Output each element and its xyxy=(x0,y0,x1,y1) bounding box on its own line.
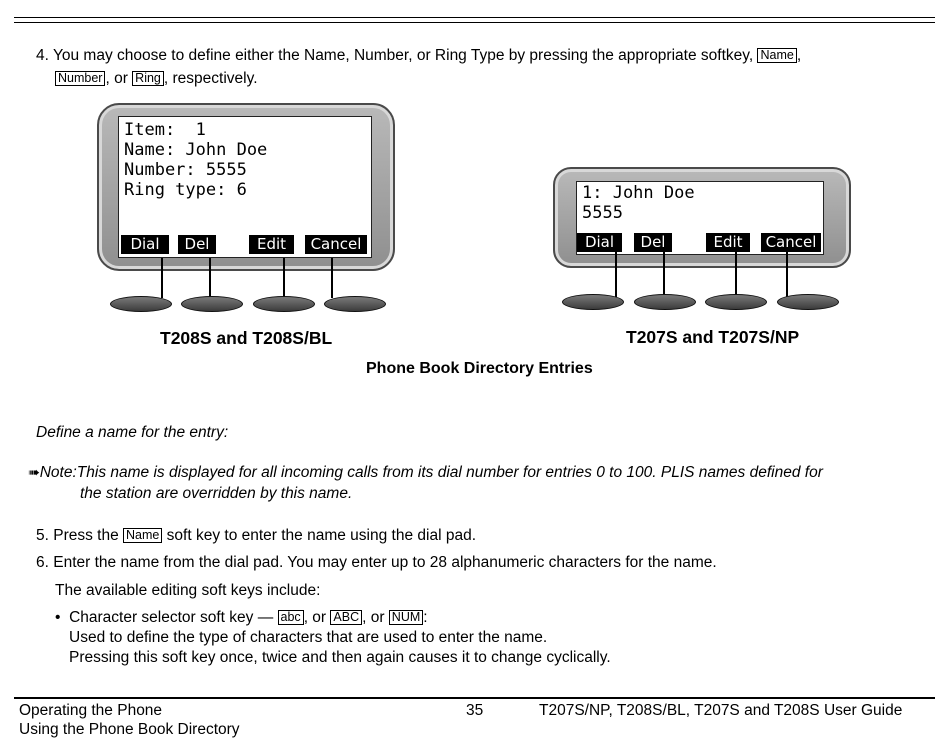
button-stem xyxy=(786,252,788,297)
button-stem xyxy=(615,252,617,297)
define-name-heading: Define a name for the entry: xyxy=(36,424,229,441)
step-4-line-2: Number, or Ring, respectively. xyxy=(55,69,258,89)
hardkey-button-2 xyxy=(181,296,243,312)
hardkey-button-1 xyxy=(110,296,172,312)
number-softkey-label: Number xyxy=(55,71,106,86)
note-arrow-icon: ➠ xyxy=(28,465,40,481)
figure-title: Phone Book Directory Entries xyxy=(366,360,593,377)
hardkey-button-4 xyxy=(777,294,839,310)
hardkey-button-3 xyxy=(705,294,767,310)
ring-softkey-label: Ring xyxy=(132,71,164,86)
ABC-softkey-label: ABC xyxy=(330,610,363,625)
softkey-dial: Dial xyxy=(577,233,622,252)
bullet-char-selector: • Character selector soft key — abc, or … xyxy=(55,609,428,626)
phone-t208-display: Item: 1 Name: John Doe Number: 5555 Ring… xyxy=(118,116,372,258)
note-line-1: ➠Note:This name is displayed for all inc… xyxy=(28,464,823,481)
display-line-name: Name: John Doe xyxy=(124,140,268,160)
button-stem xyxy=(735,252,737,297)
caption-t207: T207S and T207S/NP xyxy=(626,327,800,347)
softkey-del: Del xyxy=(178,235,216,254)
button-stem xyxy=(331,258,333,298)
display-line-item: Item: 1 xyxy=(124,120,206,140)
display-line-number: Number: 5555 xyxy=(124,160,247,180)
footer-subsection: Using the Phone Book Directory xyxy=(19,721,240,738)
NUM-softkey-label: NUM xyxy=(388,610,424,625)
softkey-edit: Edit xyxy=(706,233,750,252)
name-softkey-label: Name xyxy=(757,48,797,63)
softkey-cancel: Cancel xyxy=(761,233,821,252)
abc-softkey-label: abc xyxy=(277,610,304,625)
bullet-line-2: Used to define the type of characters th… xyxy=(69,629,548,646)
button-stem xyxy=(663,252,665,297)
hardkey-button-1 xyxy=(562,294,624,310)
footer-section: Operating the Phone xyxy=(19,702,163,719)
bullet-dot: • xyxy=(55,609,61,626)
bullet-line-3: Pressing this soft key once, twice and t… xyxy=(69,649,611,666)
footer-page-number: 35 xyxy=(466,702,484,719)
softkey-cancel: Cancel xyxy=(305,235,367,254)
header-rule-top xyxy=(14,17,935,18)
button-stem xyxy=(161,258,163,298)
softkey-del: Del xyxy=(634,233,672,252)
button-stem xyxy=(209,258,211,298)
footer-guide-title: T207S/NP, T208S/BL, T207S and T208S User… xyxy=(539,702,903,719)
display-line-name: 1: John Doe xyxy=(582,183,695,203)
note-line-2: the station are overridden by this name. xyxy=(80,485,353,502)
caption-t208: T208S and T208S/BL xyxy=(160,328,333,348)
hardkey-button-4 xyxy=(324,296,386,312)
softkey-edit: Edit xyxy=(249,235,294,254)
step-4-line-1: 4. You may choose to define either the N… xyxy=(36,47,802,64)
hardkey-button-2 xyxy=(634,294,696,310)
header-rule-bottom xyxy=(14,22,935,23)
step-6-sub: The available editing soft keys include: xyxy=(55,582,321,599)
footer-rule xyxy=(14,697,935,699)
name-softkey-label: Name xyxy=(123,528,163,543)
hardkey-button-3 xyxy=(253,296,315,312)
button-stem xyxy=(283,258,285,298)
step-6: 6. Enter the name from the dial pad. You… xyxy=(36,554,717,571)
display-line-number: 5555 xyxy=(582,203,623,223)
step-5: 5. Press the Name soft key to enter the … xyxy=(36,527,476,544)
softkey-dial: Dial xyxy=(121,235,169,254)
display-line-ring-type: Ring type: 6 xyxy=(124,180,247,200)
